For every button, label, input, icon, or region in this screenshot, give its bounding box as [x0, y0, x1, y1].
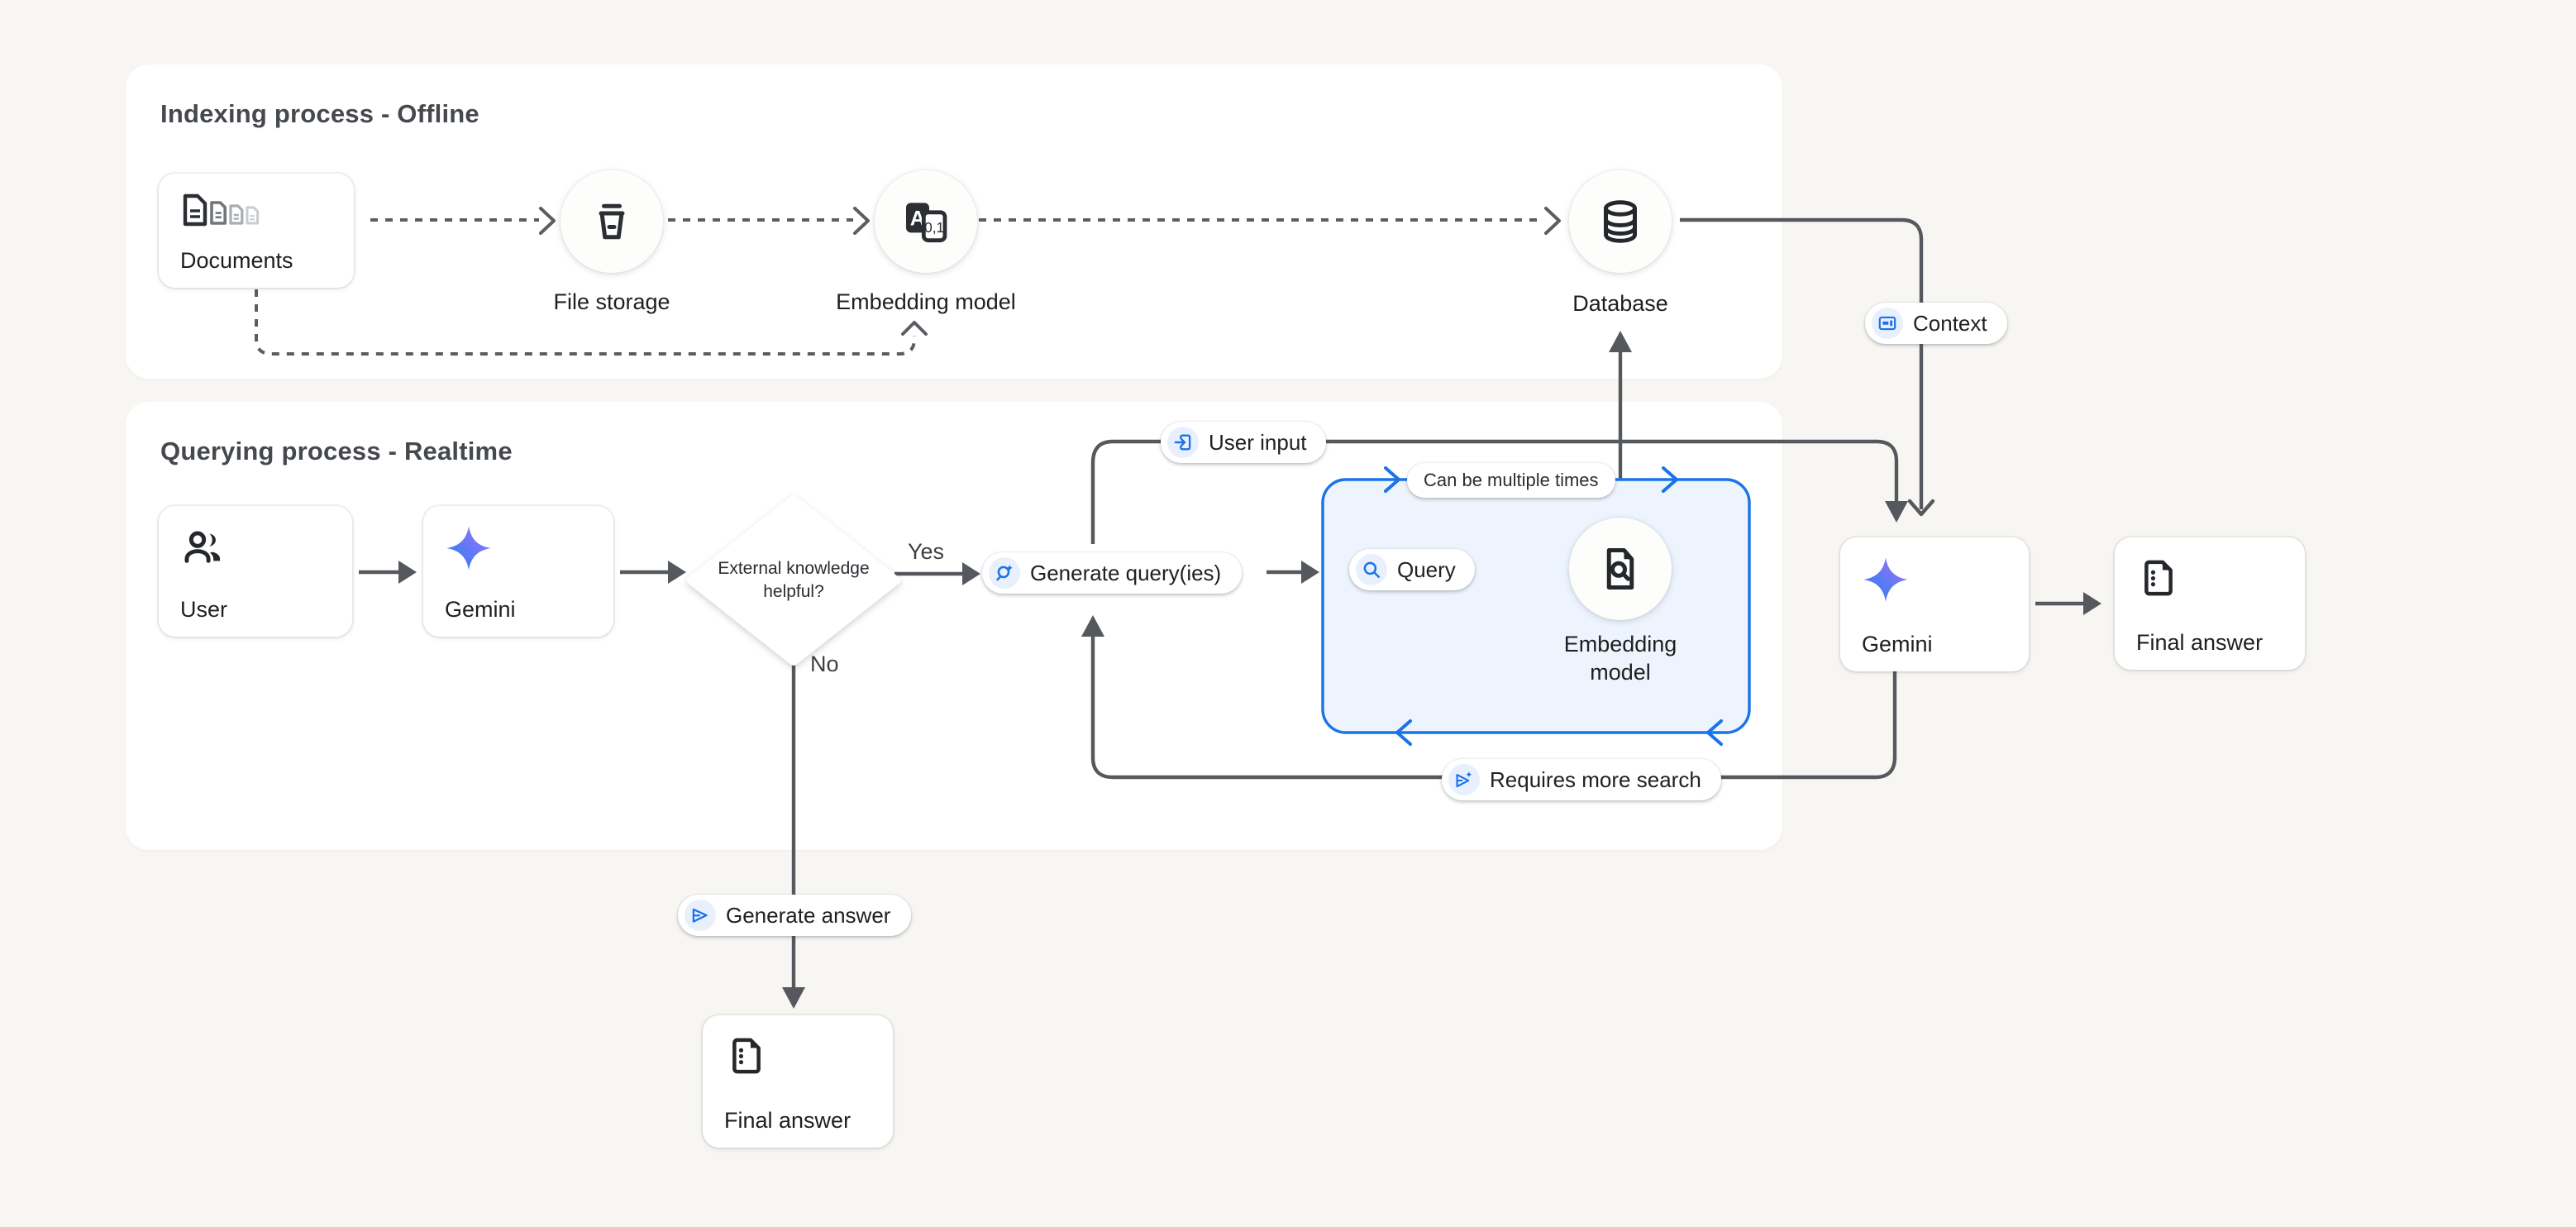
file-storage-label: File storage	[553, 289, 670, 314]
embedding-model-offline-label: Embedding model	[836, 289, 1016, 314]
decision-label: External knowledge helpful?	[718, 559, 870, 602]
embedding-model-offline-node: A 0,1	[875, 170, 977, 273]
search-spark-icon	[989, 557, 1020, 589]
retrieval-loop-box	[1321, 478, 1751, 734]
embedding-model-realtime-node	[1569, 518, 1672, 620]
context-badge: Context	[1865, 303, 2007, 344]
user-node: User	[159, 506, 352, 637]
loop-note-label: Can be multiple times	[1424, 470, 1599, 490]
final-answer-doc-icon	[2136, 556, 2181, 609]
gemini-star-icon	[1862, 556, 1910, 612]
dashed-arrowheads	[539, 207, 1561, 336]
svg-text:A: A	[910, 207, 925, 230]
query-pill: Query	[1349, 549, 1476, 590]
gemini-label: Gemini	[445, 597, 516, 622]
generate-answer-label: Generate answer	[726, 903, 891, 928]
requires-more-search-label: Requires more search	[1490, 767, 1701, 792]
context-icon	[1872, 308, 1903, 339]
final-answer-doc-icon	[724, 1034, 769, 1086]
documents-icon	[180, 192, 260, 240]
embedding-model-realtime-label: Embedding model	[1563, 632, 1677, 685]
final-answer-bottom-node: Final answer	[703, 1015, 893, 1148]
database-label: Database	[1572, 291, 1668, 316]
querying-panel-title: Querying process - Realtime	[160, 438, 513, 466]
loop-note-pill: Can be multiple times	[1407, 463, 1615, 498]
final-answer-right-node: Final answer	[2115, 537, 2305, 670]
user-label: User	[180, 597, 228, 622]
context-label: Context	[1913, 311, 1987, 336]
embedding-model-icon: A 0,1	[906, 203, 947, 243]
file-storage-node	[561, 170, 663, 273]
final-answer-right-label: Final answer	[2136, 630, 2264, 655]
file-storage-icon	[599, 203, 625, 240]
database-icon	[1604, 200, 1637, 243]
requires-more-search-badge: Requires more search	[1442, 759, 1721, 800]
search-icon	[1356, 554, 1387, 585]
input-icon	[1167, 427, 1199, 458]
send-icon	[685, 900, 716, 931]
gemini-answer-node: Gemini	[1840, 537, 2029, 671]
documents-node: Documents	[159, 174, 354, 288]
dashed-flows	[255, 218, 1544, 356]
doc-search-icon	[1606, 548, 1634, 590]
send-spark-icon	[1448, 764, 1480, 795]
generate-answer-badge: Generate answer	[678, 895, 911, 936]
documents-label: Documents	[180, 248, 293, 273]
decision-diamond	[687, 495, 900, 666]
generate-queries-label: Generate query(ies)	[1030, 561, 1222, 585]
gemini-node: Gemini	[423, 506, 613, 637]
user-icon	[180, 524, 227, 579]
no-label: No	[810, 652, 839, 676]
yes-label: Yes	[908, 539, 945, 564]
loop-direction-arrows	[1384, 466, 1723, 746]
context-arrowhead	[1907, 499, 1935, 517]
indexing-panel-title: Indexing process - Offline	[160, 101, 479, 129]
database-node	[1569, 170, 1672, 273]
gemini-answer-label: Gemini	[1862, 632, 1933, 656]
svg-text:0,1: 0,1	[924, 219, 944, 236]
user-input-label: User input	[1209, 430, 1307, 455]
generate-queries-pill: Generate query(ies)	[982, 552, 1242, 594]
solid-connectors	[359, 217, 2083, 989]
query-label: Query	[1397, 557, 1456, 582]
final-answer-bottom-label: Final answer	[724, 1108, 852, 1133]
gemini-star-icon	[445, 524, 493, 580]
user-input-badge: User input	[1161, 422, 1327, 463]
